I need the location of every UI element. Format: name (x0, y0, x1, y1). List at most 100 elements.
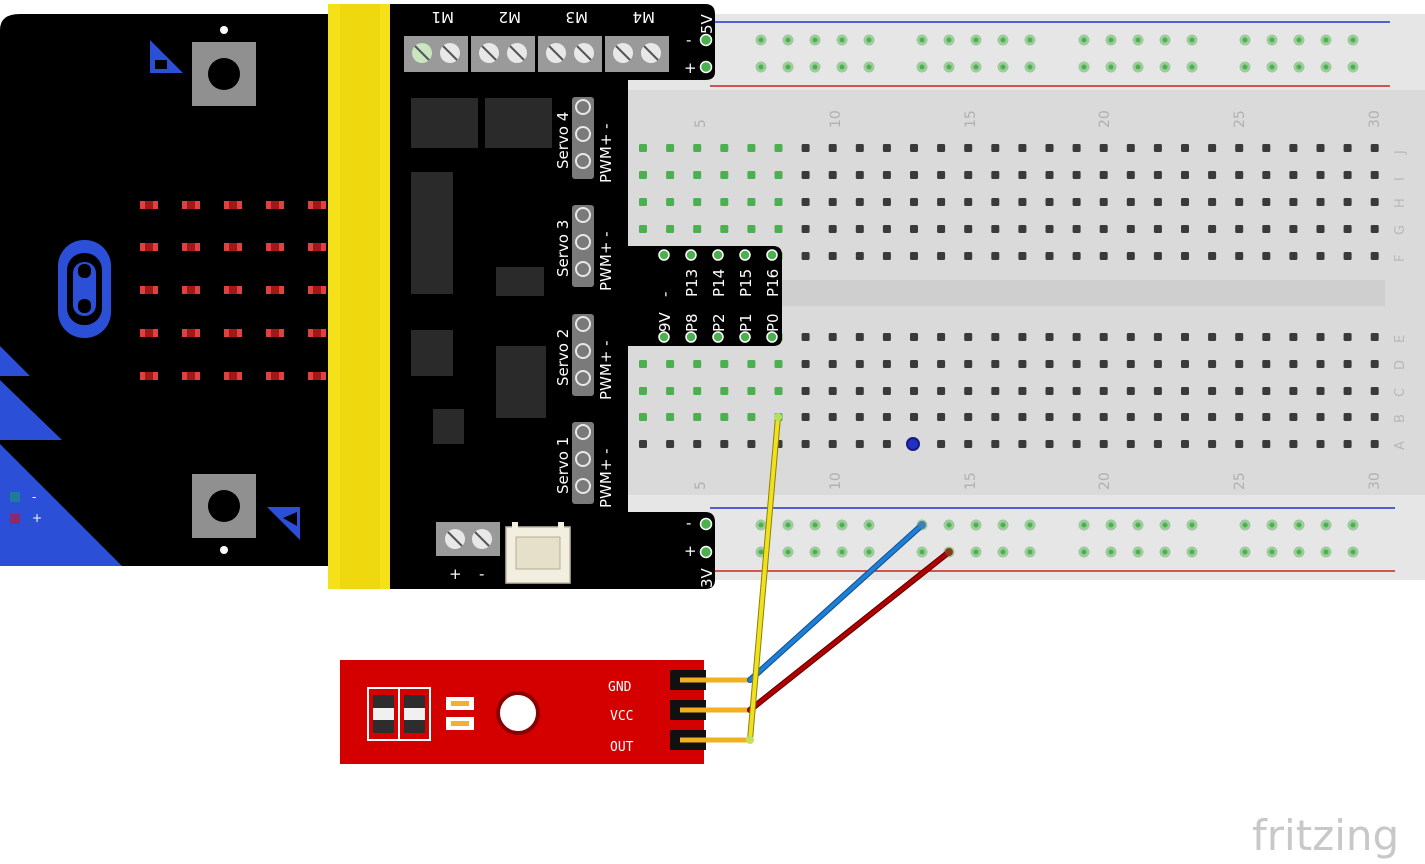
breadboard-hole (1208, 333, 1217, 341)
column-number-bottom: 5 (693, 481, 709, 490)
breadboard-hole (1126, 387, 1135, 395)
breadboard-hole (1235, 413, 1244, 421)
breadboard-hole (1018, 440, 1027, 448)
rail-hole (1239, 61, 1251, 73)
gpio-pin-label-top: P15 (737, 269, 755, 297)
breadboard-hole (747, 198, 756, 206)
microbit-logo-eye-bottom (78, 299, 91, 313)
breadboard-hole (882, 144, 891, 152)
column-number-top: 15 (963, 110, 979, 128)
breadboard-hole (1262, 252, 1271, 260)
led-core (187, 372, 195, 380)
led-core (229, 372, 237, 380)
servo-pin-label: PWM+ - (597, 231, 615, 291)
breadboard-hole (693, 413, 702, 421)
column-number-bottom: 25 (1232, 472, 1248, 490)
rail-hole (809, 546, 821, 558)
rail-hole (836, 61, 848, 73)
motor-port-label: M2 (499, 8, 522, 26)
row-letter: D (1393, 360, 1408, 370)
rail-hole (916, 61, 928, 73)
rail-hole (1239, 34, 1251, 46)
breadboard-hole (1181, 413, 1189, 421)
breadboard-hole (639, 171, 647, 179)
rail-hole (1266, 61, 1278, 73)
breadboard-hole (1235, 440, 1244, 448)
rail-plus-top-label: + (684, 59, 697, 77)
breadboard-hole (1208, 252, 1217, 260)
rail-hole (1186, 519, 1198, 531)
rail-hole (836, 546, 848, 558)
breadboard-hole (693, 360, 702, 368)
rail-hole (997, 546, 1009, 558)
servo-pin (575, 478, 591, 494)
led-core (313, 201, 321, 209)
breadboard-hole (1126, 144, 1135, 152)
rail-hole (1347, 61, 1359, 73)
led-core (145, 243, 153, 251)
row-letter: I (1393, 177, 1408, 181)
gpio-pin-label-bottom: P1 (737, 313, 755, 332)
gpio-pin-label-top: - (656, 292, 674, 297)
breadboard-hole (828, 440, 837, 448)
servo-pin (575, 370, 591, 386)
breadboard-hole (1262, 144, 1271, 152)
row-letter: J (1393, 150, 1408, 155)
breadboard-hole (1289, 252, 1298, 260)
breadboard-hole (1072, 387, 1081, 395)
rail-hole (863, 34, 875, 46)
chip-4 (496, 267, 544, 296)
breadboard-hole (991, 225, 1000, 233)
breadboard-hole (1018, 225, 1027, 233)
chip-3 (411, 172, 453, 294)
button-a-hole (220, 26, 228, 34)
wire-red-end (945, 548, 953, 556)
chip-2 (485, 98, 552, 148)
terminal-screw-slot (414, 45, 430, 61)
breadboard-hole (1072, 440, 1081, 448)
gpio-pin-bottom (658, 331, 670, 343)
terminal-screw-slot (576, 45, 592, 61)
breadboard-hole (1316, 413, 1325, 421)
breadboard-hole (882, 360, 891, 368)
breadboard-hole (774, 171, 783, 179)
sensor-resistor-2-band (404, 708, 425, 720)
breadboard-hole (1072, 252, 1081, 260)
breadboard-hole (855, 333, 864, 341)
breadboard-hole (991, 144, 1000, 152)
microbit: - + (0, 14, 335, 566)
breadboard-hole (991, 198, 1000, 206)
servo-pin (575, 153, 591, 169)
rail-hole (1266, 34, 1278, 46)
breadboard-hole (1153, 252, 1162, 260)
rail-hole (1105, 34, 1117, 46)
wire-red-vcc[interactable] (748, 550, 951, 712)
breadboard-hole (1045, 440, 1054, 448)
breadboard-hole (855, 171, 864, 179)
servo-pin (575, 343, 591, 359)
breadboard-hole (1072, 144, 1081, 152)
breadboard-hole (1099, 333, 1108, 341)
row-letter: G (1393, 225, 1408, 235)
wires (746, 413, 953, 744)
led-core (271, 286, 279, 294)
breadboard-hole (1099, 440, 1108, 448)
rail-hole (1132, 519, 1144, 531)
breadboard-hole (747, 225, 756, 233)
wire-blue-gnd[interactable] (748, 523, 924, 682)
servo-pin (575, 424, 591, 440)
breadboard-hole (828, 171, 837, 179)
edge-triangle-3 (0, 444, 122, 566)
breadboard-hole (1018, 333, 1027, 341)
rail-hole (943, 519, 955, 531)
breadboard-hole (801, 413, 810, 421)
wire-yellow-out[interactable] (748, 415, 780, 742)
breadboard-hole (1045, 333, 1054, 341)
breadboard-hole (1208, 171, 1217, 179)
breadboard-hole (964, 171, 973, 179)
sensor-pin-label-vcc: VCC (610, 709, 633, 724)
rail-hole (1132, 61, 1144, 73)
